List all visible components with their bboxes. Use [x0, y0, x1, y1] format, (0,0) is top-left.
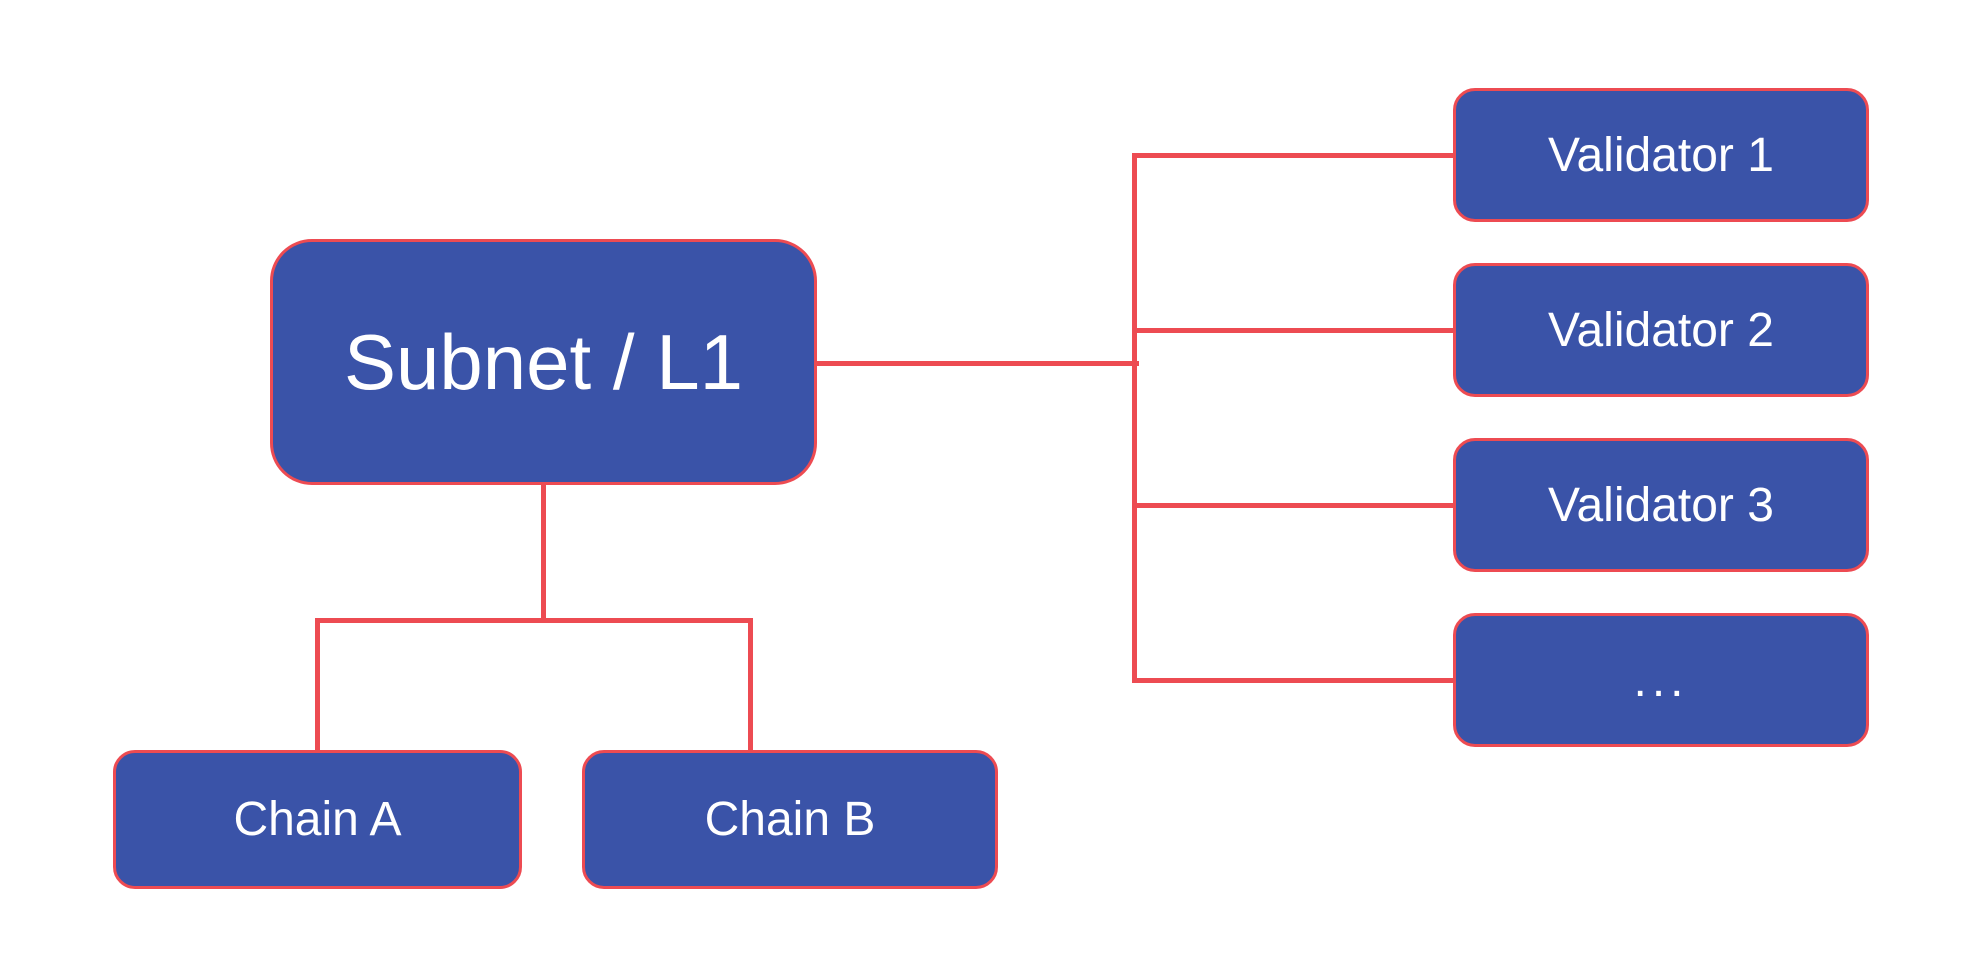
connector-rail-to-chain-b: [747, 617, 753, 751]
validator-1-label: Validator 1: [1548, 128, 1774, 182]
connector-subnet-down: [540, 485, 546, 622]
chain-a-label: Chain A: [233, 793, 402, 846]
connector-trunk-to-validator-1: [1132, 152, 1453, 158]
subnet-l1-label: Subnet / L1: [344, 317, 743, 406]
validator-2-node: Validator 2: [1453, 263, 1869, 397]
validator-3-label: Validator 3: [1548, 478, 1774, 532]
validator-2-label: Validator 2: [1548, 303, 1774, 357]
connector-trunk-to-validator-3: [1132, 502, 1453, 508]
connector-trunk-to-validator-2: [1132, 327, 1453, 333]
connector-rail-to-chain-a: [314, 617, 320, 751]
validator-trunk-line: [1132, 152, 1137, 683]
validator-3-node: Validator 3: [1453, 438, 1869, 572]
validator-1-node: Validator 1: [1453, 88, 1869, 222]
connector-trunk-to-validator-more: [1132, 677, 1453, 683]
chain-rail-line: [314, 617, 753, 623]
validator-more-label: ...: [1633, 653, 1689, 707]
connector-subnet-to-validator-trunk: [817, 360, 1139, 366]
subnet-l1-node: Subnet / L1: [270, 239, 817, 485]
chain-b-label: Chain B: [704, 793, 876, 846]
validator-more-node: ...: [1453, 613, 1869, 747]
chain-a-node: Chain A: [113, 750, 522, 889]
chain-b-node: Chain B: [582, 750, 998, 889]
